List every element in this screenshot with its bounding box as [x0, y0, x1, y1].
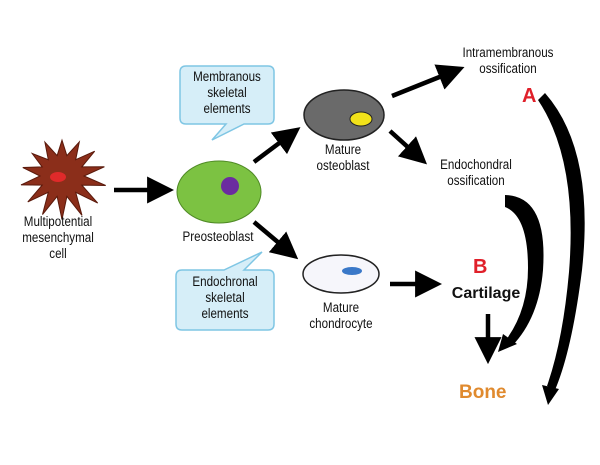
preosteoblast-label-line1: Preosteoblast	[182, 229, 254, 244]
osteoblast-label: Mature osteoblast	[304, 142, 381, 174]
arrow-to-osteoblast	[252, 127, 301, 164]
arrow-intramembranous-to-bone	[538, 93, 585, 390]
endochronal-callout-bubble	[175, 251, 275, 331]
chondrocyte-label-line2: chondrocyte	[309, 316, 373, 331]
chondrocyte-nucleus	[342, 267, 362, 275]
chondrocyte-label-line1: Mature	[322, 300, 360, 315]
intramembranous-label-line1: Intramembranous	[462, 45, 554, 60]
intramembranous-label-line2: ossification	[479, 61, 537, 76]
endochronal-callout-line1: Endochronal	[192, 274, 258, 289]
membranous-callout-bubble	[179, 65, 275, 141]
arrow-endochondral-to-bone	[505, 195, 544, 346]
arrow-to-endochondral	[388, 129, 428, 165]
osteoblast-label-line1: Mature	[324, 142, 362, 157]
osteoblast-label-line2: osteoblast	[316, 158, 370, 173]
endochondral-label: Endochondral ossification	[426, 157, 526, 189]
endochondral-label-line2: ossification	[447, 173, 505, 188]
endochronal-callout-line2: skeletal	[205, 290, 245, 305]
mesenchymal-label-line2: mesenchymal	[22, 230, 94, 245]
endochronal-callout-line3: elements	[201, 306, 249, 321]
endochondral-label-line1: Endochondral	[440, 157, 512, 172]
chondrocyte-label: Mature chondrocyte	[302, 300, 379, 332]
preosteoblast-label: Preosteoblast	[175, 229, 261, 245]
mesenchymal-label-line1: Multipotential	[23, 214, 93, 229]
label-a: A	[522, 85, 537, 107]
bone-label: Bone	[459, 382, 507, 403]
preosteoblast-cell	[176, 160, 262, 224]
intramembranous-label: Intramembranous ossification	[450, 45, 567, 77]
membranous-callout-line2: skeletal	[207, 85, 247, 100]
preosteoblast-nucleus	[221, 177, 239, 195]
arrow-intramembranous-to-bone-head	[542, 385, 559, 405]
membranous-callout-line3: elements	[203, 101, 251, 116]
membranous-callout-text: Membranous skeletal elements	[187, 69, 268, 117]
label-b: B	[473, 256, 488, 278]
mesenchymal-cell	[20, 138, 106, 220]
mesenchymal-cell-label: Multipotential mesenchymal cell	[8, 214, 108, 262]
osteoblast-nucleus	[349, 111, 373, 127]
arrow-endochondral-to-bone-head	[498, 334, 517, 352]
arrow-to-intramembranous	[391, 64, 465, 99]
mesenchymal-label-line3: cell	[49, 246, 67, 261]
arrow-to-chondrocyte	[252, 220, 299, 260]
mesenchymal-cell-nucleus	[50, 172, 66, 182]
membranous-callout-line1: Membranous	[193, 69, 261, 84]
endochronal-callout-text: Endochronal skeletal elements	[183, 274, 267, 322]
osteoblast-cell	[303, 89, 385, 141]
chondrocyte-cell	[302, 254, 380, 294]
cartilage-label: Cartilage	[451, 285, 521, 302]
